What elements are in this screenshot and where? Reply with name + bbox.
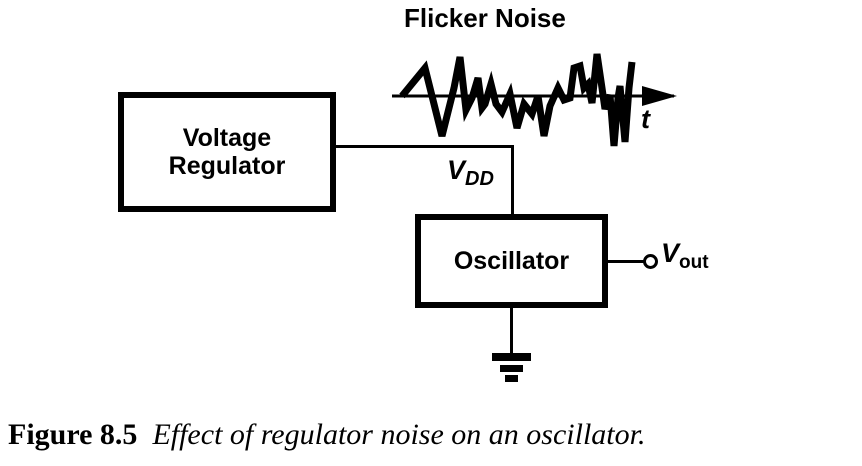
vout-node-label: Vout	[661, 238, 709, 274]
right-arrowhead-icon	[642, 86, 677, 106]
flicker-noise-title: Flicker Noise	[404, 3, 566, 33]
oscillator-label: Oscillator	[453, 247, 570, 275]
voltage-regulator-block[interactable]: Voltage Regulator	[118, 92, 336, 212]
ground-bar-middle	[500, 365, 523, 372]
voltage-regulator-label: Voltage Regulator	[168, 124, 286, 180]
wire-regulator-to-vdd	[336, 145, 514, 148]
oscillator-block[interactable]: Oscillator	[415, 214, 608, 308]
figure-caption-number: Figure 8.5	[8, 418, 138, 451]
ground-symbol-icon	[492, 353, 531, 361]
figure-caption-text: Effect of regulator noise on an oscillat…	[152, 418, 646, 451]
noise-signal-trace	[399, 53, 636, 147]
open-circle-terminal-icon	[643, 254, 658, 269]
vdd-symbol: V	[447, 155, 466, 185]
vdd-node-label: VDD	[447, 155, 494, 191]
wire-oscillator-to-ground	[510, 307, 513, 355]
vout-subscript: out	[679, 252, 709, 274]
ground-bar-bottom	[505, 375, 518, 382]
time-axis-label: t	[641, 104, 650, 134]
vdd-subscript: DD	[465, 168, 494, 190]
flicker-noise-waveform	[392, 53, 677, 147]
vout-symbol: V	[661, 238, 680, 268]
wire-vdd-to-oscillator	[511, 145, 514, 217]
figure-caption: Figure 8.5 Effect of regulator noise on …	[8, 418, 862, 452]
wire-oscillator-to-output	[606, 260, 646, 263]
